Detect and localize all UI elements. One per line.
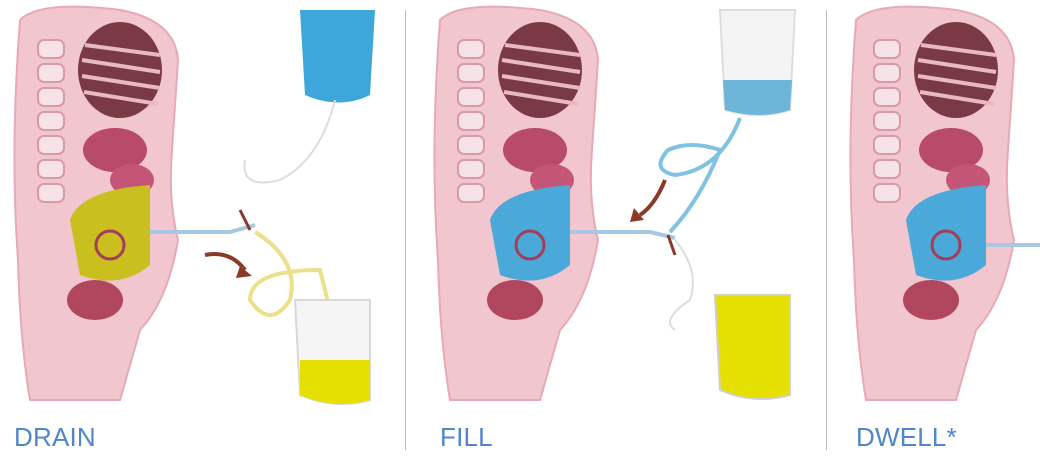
drain-bag — [715, 295, 790, 399]
divider — [405, 10, 406, 450]
bladder — [67, 280, 123, 320]
dwell-illustration — [836, 0, 1040, 420]
drain-illustration — [0, 0, 400, 420]
flow-arrow — [640, 180, 665, 215]
bladder — [487, 280, 543, 320]
panel-label-fill: FILL — [440, 422, 493, 453]
dialysate-bag — [300, 10, 375, 103]
fill-line — [660, 118, 740, 232]
panel-label-dwell: DWELL* — [856, 422, 957, 453]
dialysate-bag-fluid — [723, 80, 792, 115]
flow-arrow — [205, 254, 245, 270]
drain-panel: DRAIN — [0, 0, 400, 459]
spine — [874, 40, 900, 202]
bladder — [903, 280, 959, 320]
divider — [826, 10, 827, 450]
drain-bag-fluid — [300, 360, 370, 404]
fill-illustration — [420, 0, 820, 420]
fill-panel: FILL — [420, 0, 820, 459]
spine — [458, 40, 484, 202]
supply-line — [244, 100, 335, 183]
dwell-panel: DWELL* — [836, 0, 1040, 459]
spine — [38, 40, 64, 202]
panel-label-drain: DRAIN — [14, 422, 96, 453]
